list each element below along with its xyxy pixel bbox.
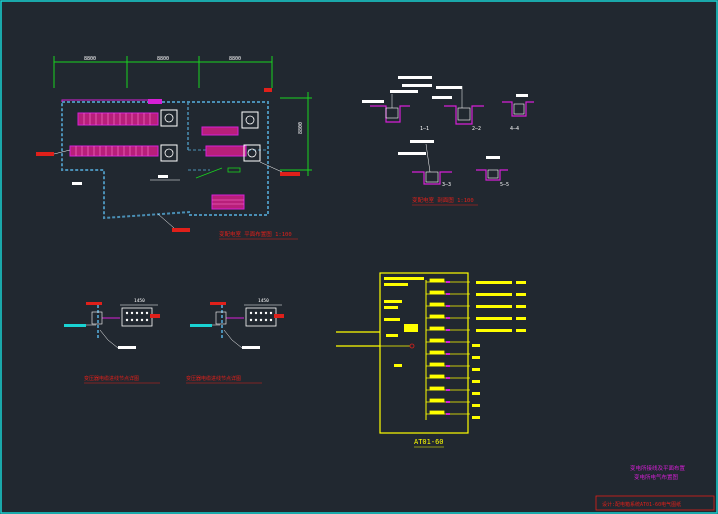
section-views: 1—1 2—2 4—4 3—3 — [362, 76, 534, 206]
transformer-4 — [243, 144, 261, 162]
section-4: 4—4 — [502, 94, 534, 132]
section-label-4: 4—4 — [510, 126, 519, 132]
plan-wall-outline — [61, 101, 269, 220]
plan-dimension-1: 8800 — [84, 56, 96, 62]
section-label-2: 2—2 — [472, 126, 481, 132]
switchgear-row-4 — [205, 145, 247, 157]
switchgear-row-5 — [211, 194, 245, 210]
section-2: 2—2 — [432, 86, 484, 132]
section-1: 1—1 — [362, 76, 432, 132]
transformer-1 — [160, 109, 178, 127]
switchgear-row-2 — [69, 145, 159, 157]
plan-dimension-3: 8800 — [229, 56, 241, 62]
detail-right-title: 变压器电缆进线节点详图 — [186, 375, 241, 382]
panel-box — [379, 272, 469, 434]
section-label-3: 3—3 — [442, 182, 451, 188]
transformer-3 — [241, 111, 259, 129]
title-block-line-3: 设计:配电箱系统AT01-60电气图纸 — [602, 501, 681, 508]
title-block-line-2: 变电所电气布置图 — [634, 473, 679, 481]
plan-title: 变配电室 平面布置图 1:100 — [219, 230, 292, 238]
transformer-2 — [160, 144, 178, 162]
title-block: 变电所接线及平面布置 变电所电气布置图 设计:配电箱系统AT01-60电气图纸 — [595, 464, 715, 511]
detail-left-title: 变压器电缆进线节点详图 — [84, 375, 139, 382]
plan-dimension-vertical: 8800 — [298, 122, 304, 134]
plan-dimension-2: 8800 — [157, 56, 169, 62]
panel-name: AT01-60 — [414, 438, 444, 446]
section-3: 3—3 — [398, 140, 452, 188]
detail-left: 1450 变压器电缆进线节点详图 — [64, 298, 160, 384]
section-5: 5—5 — [476, 156, 509, 188]
section-label-1: 1—1 — [420, 126, 429, 132]
detail-right: 1450 变压器电缆进线节点详图 — [186, 298, 284, 384]
title-block-line-1: 变电所接线及平面布置 — [630, 464, 686, 472]
detail-left-dimension: 1450 — [134, 298, 145, 304]
floor-plan: 8800 8800 8800 8800 — [36, 56, 312, 240]
switchgear-row-3 — [201, 126, 239, 136]
detail-right-dimension: 1450 — [258, 298, 269, 304]
section-label-5: 5—5 — [500, 182, 509, 188]
distribution-panel: AT01-60 — [336, 272, 526, 448]
section-title: 变配电室 剖面图 1:100 — [412, 196, 474, 204]
